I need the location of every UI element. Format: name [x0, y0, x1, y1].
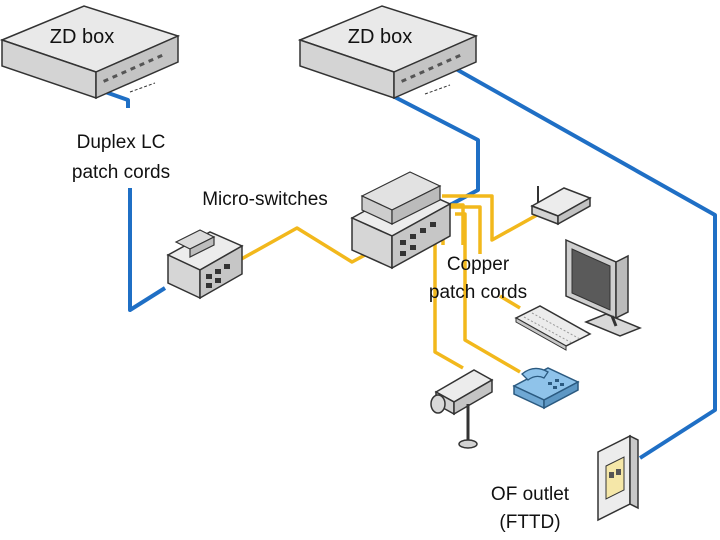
copper-patch-cords-label-line1: Copper — [447, 254, 510, 275]
copper-to-keyboard — [499, 294, 521, 310]
computer-monitor — [565, 238, 642, 337]
copper-to-phone — [455, 212, 521, 374]
copper-to-ap — [442, 194, 547, 242]
zd-box-left: ZD box — [0, 5, 181, 100]
micro-switch-large — [350, 171, 452, 270]
of-outlet-label-line2: (FTTD) — [499, 512, 560, 533]
access-point-device — [530, 186, 592, 226]
keyboard-device — [514, 305, 592, 351]
of-outlet-device — [597, 434, 639, 522]
copper-drop-2 — [450, 203, 465, 245]
camera-device — [430, 369, 494, 449]
zd-box-left-label: ZD box — [50, 26, 114, 48]
zd-box-right: ZD box — [297, 5, 479, 100]
copper-switch-link — [235, 226, 366, 264]
copper-patch-cords-label-line2: patch cords — [429, 282, 527, 303]
duplex-lc-label-line1: Duplex LC — [77, 132, 166, 153]
of-outlet-label-line1: OF outlet — [491, 484, 570, 505]
zd-box-left-ports — [102, 53, 163, 83]
duplex-lc-label-line2: patch cords — [72, 162, 170, 183]
zd-box-right-label: ZD box — [348, 26, 412, 48]
zd-box-right-ports — [401, 53, 461, 83]
fiber-cable-left-down — [128, 188, 167, 312]
micro-switch-small — [166, 229, 244, 300]
fiber-cables — [93, 58, 717, 460]
micro-switches-label: Micro-switches — [202, 189, 328, 210]
fiber-cable-outlet — [439, 58, 717, 460]
copper-to-computer — [444, 205, 482, 254]
copper-to-camera-a — [433, 222, 464, 370]
ip-phone-device — [512, 367, 580, 410]
